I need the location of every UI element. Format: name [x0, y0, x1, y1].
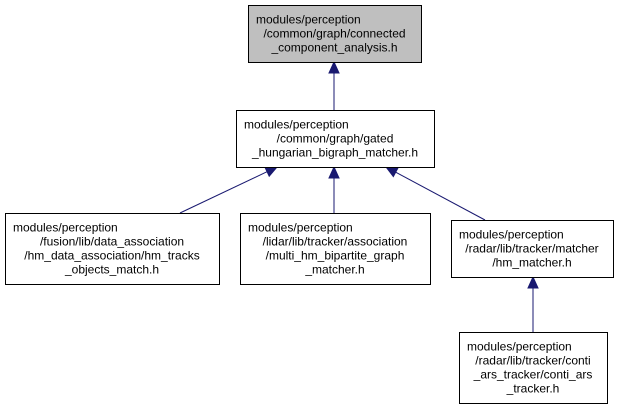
node-label-line: /hm_data_association/hm_tracks — [24, 249, 199, 263]
node-label-line: /radar/lib/tracker/matcher — [465, 242, 598, 256]
node-label-line: modules/perception — [248, 221, 353, 235]
node-label-line: _component_analysis.h — [270, 41, 397, 55]
node-label-line: _ars_tracker/conti_ars — [473, 368, 593, 382]
node-label-line: /multi_hm_bipartite_graph — [266, 249, 405, 263]
node-hm-tracks-objects-match[interactable]: modules/perception/fusion/lib/data_assoc… — [5, 213, 220, 285]
edge-n5-n4 — [527, 275, 539, 332]
node-multi-hm-bipartite-graph-matcher[interactable]: modules/perception/lidar/lib/tracker/ass… — [240, 213, 431, 285]
node-label-line: _hungarian_bigraph_matcher.h — [251, 146, 418, 160]
edge-n2-n1 — [179, 166, 279, 214]
node-label-line: modules/perception — [244, 118, 349, 132]
arrow-head-icon — [328, 60, 340, 74]
arrow-head-icon — [264, 166, 279, 178]
node-label-line: /common/graph/connected — [263, 27, 405, 41]
node-label-line: modules/perception — [256, 13, 361, 27]
node-box — [451, 220, 614, 278]
node-label-line: /hm_matcher.h — [492, 256, 571, 270]
node-label-line: modules/perception — [467, 340, 572, 354]
edge-n1-n0 — [328, 60, 340, 110]
node-label-line: /common/graph/gated — [277, 132, 394, 146]
node-conti-ars-tracker[interactable]: modules/perception/radar/lib/tracker/con… — [459, 332, 608, 404]
node-label-line: modules/perception — [13, 221, 118, 235]
node-box — [459, 332, 608, 404]
edge-line — [179, 171, 268, 214]
node-label-line: /fusion/lib/data_association — [40, 235, 184, 249]
arrow-head-icon — [527, 275, 539, 289]
node-label-line: modules/perception — [459, 228, 564, 242]
arrow-head-icon — [328, 165, 340, 179]
node-label-line: _tracker.h — [506, 382, 560, 396]
node-connected-component-analysis[interactable]: modules/perception/common/graph/connecte… — [248, 5, 422, 63]
node-gated-hungarian-bigraph-matcher[interactable]: modules/perception/common/graph/gated_hu… — [236, 110, 435, 168]
node-box — [248, 5, 422, 63]
arrow-head-icon — [384, 166, 399, 178]
node-box — [236, 110, 435, 168]
node-label-line: _matcher.h — [304, 263, 364, 277]
node-label-line: _objects_match.h — [64, 263, 159, 277]
nodes-layer: modules/perception/common/graph/connecte… — [5, 5, 614, 404]
edge-line — [395, 171, 486, 221]
edges-layer — [179, 60, 539, 332]
edge-n4-n1 — [384, 166, 486, 221]
node-label-line: /radar/lib/tracker/conti — [475, 354, 590, 368]
node-box — [5, 213, 220, 285]
edge-n3-n1 — [328, 165, 340, 213]
node-box — [240, 213, 431, 285]
node-hm-matcher[interactable]: modules/perception/radar/lib/tracker/mat… — [451, 220, 614, 278]
node-label-line: /lidar/lib/tracker/association — [263, 235, 408, 249]
